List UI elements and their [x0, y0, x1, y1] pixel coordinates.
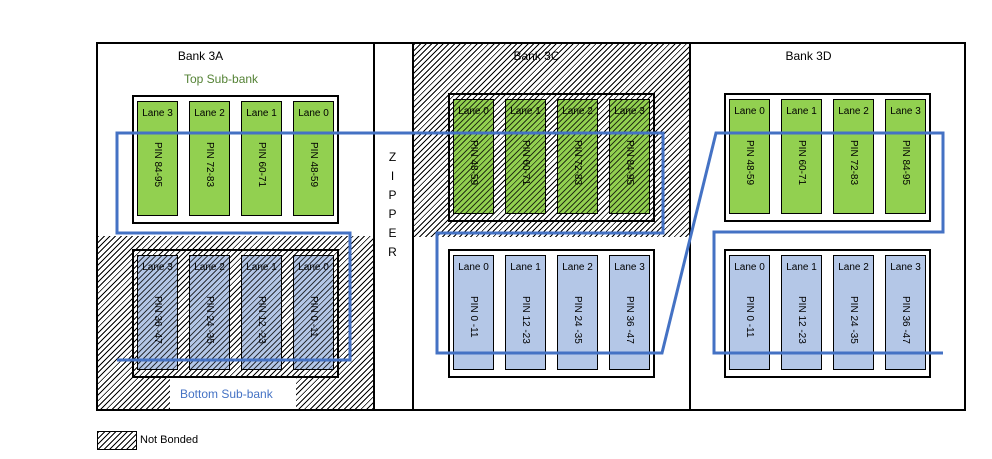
pin-range-label: PIN 12 -23	[256, 296, 267, 344]
pin-range-label: PIN 48-59	[744, 140, 755, 186]
lane-label: Lane 1	[510, 262, 541, 273]
pin-range-label: PIN 36 -47	[624, 296, 635, 344]
lane-box: Lane 0 PIN 48-59	[293, 101, 334, 216]
lane-box: Lane 0 PIN 48-59	[729, 99, 770, 214]
lane-box: Lane 1 PIN 12 -23	[505, 255, 546, 370]
bottom-caption-backdrop	[170, 377, 296, 409]
pin-range-label: PIN 84-95	[900, 140, 911, 186]
bank-3a-title: Bank 3A	[177, 49, 224, 63]
zipper-letter: R	[388, 245, 397, 259]
lane-box: Lane 3 PIN 36 -47	[885, 255, 926, 370]
lane-label: Lane 3	[614, 262, 645, 273]
lane-box: Lane 1 PIN 60-71	[505, 99, 546, 214]
top-sub-bank-caption: Top Sub-bank	[184, 72, 259, 86]
lane-box: Lane 2 PIN 72-83	[189, 101, 230, 216]
lane-label: Lane 3	[614, 106, 645, 117]
legend-not-bonded-swatch	[97, 431, 137, 450]
zipper-label: Z I P P E R	[373, 148, 412, 262]
pin-range-label: PIN 60-71	[256, 142, 267, 188]
lane-label: Lane 1	[246, 262, 277, 273]
pin-range-label: PIN 36 -47	[900, 296, 911, 344]
bank-3c-title: Bank 3C	[513, 49, 560, 63]
zipper-letter: I	[390, 169, 395, 183]
lane-label: Lane 1	[786, 106, 817, 117]
lane-box: Lane 1 PIN 60-71	[781, 99, 822, 214]
lane-label: Lane 3	[142, 262, 173, 273]
lane-label: Lane 3	[142, 108, 173, 119]
zipper-letter: P	[388, 188, 397, 202]
pin-range-label: PIN 36 -47	[152, 296, 163, 344]
pin-range-label: PIN 12 -23	[520, 296, 531, 344]
lane-box: Lane 2 PIN 72-83	[557, 99, 598, 214]
pin-range-label: PIN 60-71	[520, 140, 531, 186]
pin-range-label: PIN 72-83	[848, 140, 859, 186]
legend-not-bonded-label: Not Bonded	[140, 434, 199, 446]
lane-label: Lane 2	[838, 262, 869, 273]
pin-range-label: PIN 48-59	[468, 140, 479, 186]
lane-box: Lane 3 PIN 84-95	[885, 99, 926, 214]
zipper-column: Z I P P E R	[373, 42, 414, 411]
pin-range-label: PIN 60-71	[796, 140, 807, 186]
pin-range-label: PIN 84-95	[624, 140, 635, 186]
lane-box: Lane 3 PIN 36 -47	[609, 255, 650, 370]
pin-range-label: PIN 0 -11	[468, 296, 479, 338]
pin-range-label: PIN 84-95	[152, 142, 163, 188]
lane-box: Lane 0 PIN 0 -11	[453, 255, 494, 370]
lane-box: Lane 1 PIN 60-71	[241, 101, 282, 216]
pin-range-label: PIN 72-83	[572, 140, 583, 186]
bank-3d-title: Bank 3D	[785, 49, 832, 63]
lane-box: Lane 3 PIN 84-95	[609, 99, 650, 214]
lane-box: Lane 2 PIN 24 -35	[189, 255, 230, 370]
zipper-letter: P	[388, 207, 397, 221]
pin-range-label: PIN 0 -11	[744, 296, 755, 338]
pin-range-label: PIN 24 -35	[204, 296, 215, 344]
lane-label: Lane 2	[194, 108, 225, 119]
lane-label: Lane 0	[298, 262, 329, 273]
lane-box: Lane 3 PIN 36 -47	[137, 255, 178, 370]
lane-box: Lane 0 PIN 0 -11	[293, 255, 334, 370]
lane-label: Lane 2	[838, 106, 869, 117]
pin-range-label: PIN 48-59	[308, 142, 319, 188]
lane-label: Lane 2	[562, 262, 593, 273]
lane-label: Lane 0	[298, 108, 329, 119]
lane-label: Lane 0	[458, 106, 489, 117]
lane-box: Lane 0 PIN 48-59	[453, 99, 494, 214]
lane-label: Lane 2	[562, 106, 593, 117]
lane-box: Lane 0 PIN 0 -11	[729, 255, 770, 370]
lane-label: Lane 0	[734, 262, 765, 273]
lane-label: Lane 0	[458, 262, 489, 273]
lane-label: Lane 3	[890, 262, 921, 273]
bottom-sub-bank-caption: Bottom Sub-bank	[180, 387, 273, 401]
lane-label: Lane 1	[246, 108, 277, 119]
lane-label: Lane 2	[194, 262, 225, 273]
lane-box: Lane 2 PIN 72-83	[833, 99, 874, 214]
lane-box: Lane 2 PIN 24 -35	[833, 255, 874, 370]
lane-label: Lane 1	[510, 106, 541, 117]
lane-box: Lane 1 PIN 12 -23	[241, 255, 282, 370]
pin-range-label: PIN 24 -35	[572, 296, 583, 344]
lane-box: Lane 2 PIN 24 -35	[557, 255, 598, 370]
zipper-letter: E	[388, 226, 397, 240]
lane-box: Lane 1 PIN 12 -23	[781, 255, 822, 370]
lane-label: Lane 1	[786, 262, 817, 273]
pin-range-label: PIN 72-83	[204, 142, 215, 188]
zipper-letter: Z	[388, 150, 397, 164]
lane-label: Lane 0	[734, 106, 765, 117]
pin-range-label: PIN 0 -11	[308, 296, 319, 338]
pin-range-label: PIN 24 -35	[848, 296, 859, 344]
lane-label: Lane 3	[890, 106, 921, 117]
lane-box: Lane 3 PIN 84-95	[137, 101, 178, 216]
pin-range-label: PIN 12 -23	[796, 296, 807, 344]
